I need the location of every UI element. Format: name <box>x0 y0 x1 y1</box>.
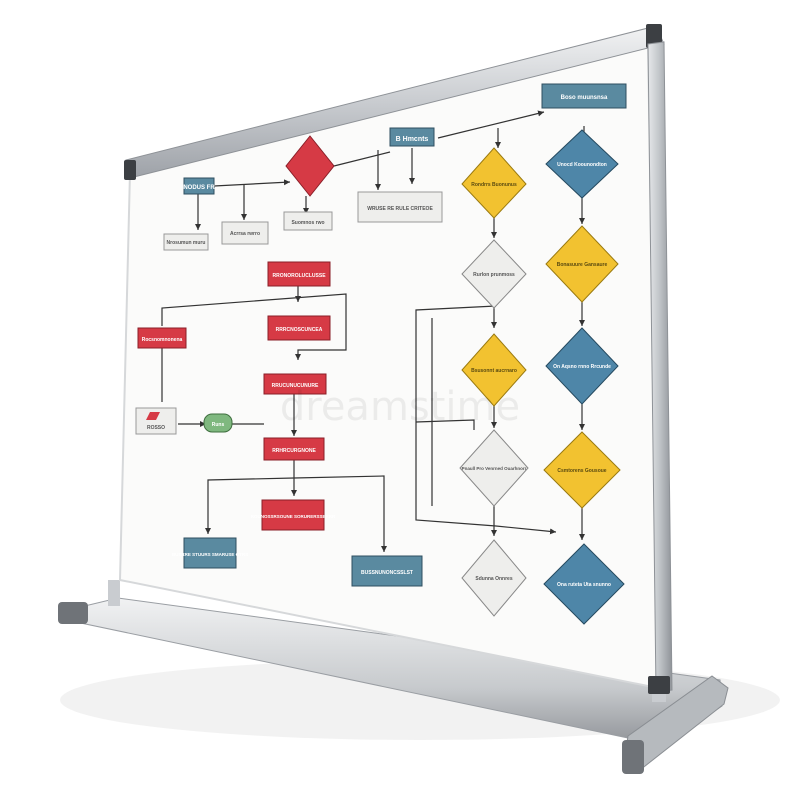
note-top-wide-label: WRUSE RE RULE CRITEOE <box>367 206 433 212</box>
top-pole-cap-left <box>124 160 136 180</box>
note-top-3-label: Suomnos rwo <box>291 220 324 226</box>
bottom-teal-2: BUSSNUNONCSSLST <box>351 555 423 587</box>
node-top-teal: B Hmcnts <box>389 127 435 147</box>
note-top-3: Suomnos rwo <box>283 211 333 231</box>
diamond-col1-1: Rondrrs Buonunus <box>461 147 527 219</box>
diamond-col1-3-label: Bsusonnt aucrnaro <box>471 368 517 374</box>
red-box-2-label: RRRCNOSCUNCEA <box>276 327 323 333</box>
red-box-left: Rocsnomnonena <box>137 327 187 349</box>
red-box-2: RRRCNOSCUNCEA <box>267 315 331 341</box>
watermark: dreamstime <box>280 384 520 430</box>
note-top-2-label: Acrrsa rwrro <box>230 231 260 237</box>
diamond-col2-2-label: Bonasuure Gansaure <box>557 262 608 268</box>
diamond-col2-3: On Aqsno rnno Rrcunde <box>545 327 619 405</box>
red-box-1: RRONOROLUCLUSSE <box>267 261 331 287</box>
diamond-col2-5: Ona ruteta Uta snunno <box>543 543 625 625</box>
red-box-4-label: RRHRCURGNONE <box>272 448 316 454</box>
green-terminal: Runs <box>203 413 233 433</box>
diamond-col1-4-label: Pnaull Pro Venrned Ouarhnorr <box>462 466 527 471</box>
node-top-teal-label: B Hmcnts <box>396 136 429 143</box>
diamond-col2-5-label: Ona ruteta Uta snunno <box>557 582 611 588</box>
diamond-col1-5-label: Sdunna Onnres <box>475 576 512 582</box>
bottom-teal-1: BUSRRE STUURS SMARUSE OTRS <box>172 537 248 569</box>
diamond-col1-4: Pnaull Pro Venrned Ouarhnorr <box>459 429 529 507</box>
red-box-left-label: Rocsnomnonena <box>142 337 183 343</box>
diamond-col1-5: Sdunna Onnres <box>461 539 527 617</box>
note-top-2: Acrrsa rwrro <box>221 221 269 245</box>
diamond-col2-2: Bonasuure Gansaure <box>545 225 619 303</box>
diamond-col1-1-label: Rondrrs Buonunus <box>471 182 517 188</box>
red-box-5-label: ROUNOSSRSOUNE SORURERSSERRR <box>251 514 336 519</box>
node-top-left-label: NODUS FR <box>183 185 215 191</box>
red-box-1-label: RRONOROLUCLUSSE <box>272 273 326 279</box>
note-top-1: Nrosumun muru <box>163 233 209 251</box>
diamond-col1-2-label: Rurlon prunmoss <box>473 272 515 278</box>
left-small-box-label: ROSSO <box>147 425 165 431</box>
left-leg <box>108 580 120 606</box>
bottom-teal-2-label: BUSSNUNONCSSLST <box>361 570 413 576</box>
diamond-col1-3: Bsusonnt aucrnaro <box>461 333 527 407</box>
diamond-col2-3-label: On Aqsno rnno Rrcunde <box>553 364 611 370</box>
diamond-col2-1-label: Unocd Koounondton <box>557 162 607 168</box>
base-left-foot <box>58 602 88 624</box>
connector-lines <box>161 110 585 552</box>
right-pole-foot <box>648 676 670 694</box>
node-top-left: NODUS FR <box>183 177 215 195</box>
left-small-box: ROSSO <box>135 407 177 435</box>
red-box-5: ROUNOSSRSOUNE SORURERSSERRR <box>251 499 336 531</box>
note-top-1-label: Nrosumun muru <box>167 240 206 246</box>
node-top-right-teal-label: Boso muunsnsa <box>561 95 608 101</box>
right-pole <box>647 41 673 693</box>
note-top-wide: WRUSE RE RULE CRITEOE <box>357 191 443 223</box>
red-box-4: RRHRCURGNONE <box>263 437 325 461</box>
diamond-col2-4: Csmtorens Gousoue <box>543 431 621 509</box>
diamond-col2-4-label: Csmtorens Gousoue <box>557 468 606 474</box>
top-pole-cap-right <box>646 24 662 48</box>
red-box-3: RRUCUNUCUNURE <box>263 373 327 395</box>
decision-top-red <box>285 135 335 197</box>
node-top-right-teal: Boso muunsnsa <box>541 83 627 109</box>
bottom-teal-1-label: BUSRRE STUURS SMARUSE OTRS <box>172 552 248 557</box>
diamond-col1-2: Rurlon prunmoss <box>461 239 527 309</box>
green-terminal-label: Runs <box>212 422 225 428</box>
diamond-col2-1: Unocd Koounondton <box>545 129 619 199</box>
base-right-foot <box>622 740 644 774</box>
red-box-3-label: RRUCUNUCUNURE <box>272 383 319 389</box>
